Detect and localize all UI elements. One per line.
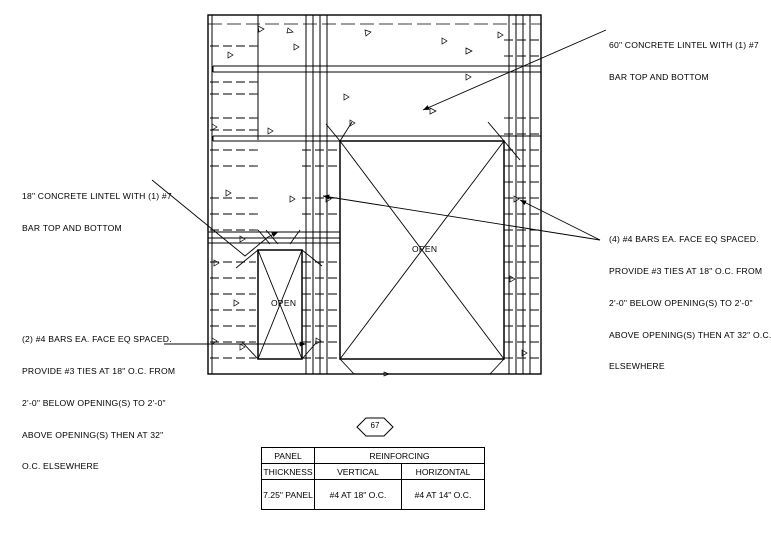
note-60-lintel: 60" CONCRETE LINTEL WITH (1) #7 BAR TOP … — [609, 19, 759, 93]
detail-marker: 67 — [357, 417, 393, 437]
note-2-bars: (2) #4 BARS EA. FACE EQ SPACED. PROVIDE … — [22, 313, 175, 483]
horizontal-ties — [210, 39, 541, 375]
table-header-horizontal: HORIZONTAL — [401, 463, 485, 480]
large-opening — [325, 121, 521, 375]
detail-number: 67 — [370, 421, 380, 430]
table-header-panel: PANEL — [261, 447, 315, 464]
note-line: PROVIDE #3 TIES AT 18" O.C. FROM — [609, 265, 763, 276]
note-18-lintel: 18" CONCRETE LINTEL WITH (1) #7 BAR TOP … — [22, 170, 172, 244]
table-row-horizontal: #4 AT 14" O.C. — [401, 479, 485, 510]
note-line: (2) #4 BARS EA. FACE EQ SPACED. — [22, 334, 172, 345]
table-row-vertical: #4 AT 18" O.C. — [314, 479, 402, 510]
note-line: 18" CONCRETE LINTEL WITH (1) #7 — [22, 191, 172, 202]
note-line: BAR TOP AND BOTTOM — [22, 222, 122, 233]
note-line: ABOVE OPENING(S) THEN AT 32" O.C. — [609, 329, 771, 340]
large-opening-label: OPEN — [412, 244, 438, 254]
table-header-thickness: THICKNESS — [261, 463, 315, 480]
note-line: (4) #4 BARS EA. FACE EQ SPACED. — [609, 234, 759, 245]
concrete-hatch — [211, 25, 528, 377]
note-line: 60" CONCRETE LINTEL WITH (1) #7 — [609, 40, 759, 51]
small-opening — [235, 249, 323, 360]
table-header-vertical: VERTICAL — [314, 463, 402, 480]
note-line: PROVIDE #3 TIES AT 18" O.C. FROM — [22, 365, 176, 376]
note-line: 2'-0" BELOW OPENING(S) TO 2'-0" — [22, 397, 166, 408]
table-header-reinforcing: REINFORCING — [314, 447, 485, 464]
vertical-rebar — [211, 15, 531, 374]
leader-lines — [151, 29, 607, 347]
note-4-bars: (4) #4 BARS EA. FACE EQ SPACED. PROVIDE … — [609, 213, 771, 383]
note-line: O.C. ELSEWHERE — [22, 461, 99, 472]
note-line: 2'-0" BELOW OPENING(S) TO 2'-0" — [609, 297, 753, 308]
small-opening-label: OPEN — [271, 298, 297, 308]
note-line: BAR TOP AND BOTTOM — [609, 71, 709, 82]
table-row-label: 7.25" PANEL — [261, 479, 315, 510]
reinforcing-table: PANEL REINFORCING THICKNESS VERTICAL HOR… — [261, 447, 485, 510]
note-line: ABOVE OPENING(S) THEN AT 32" — [22, 429, 164, 440]
note-line: ELSEWHERE — [609, 361, 665, 372]
detail-tag-outline — [356, 417, 394, 437]
